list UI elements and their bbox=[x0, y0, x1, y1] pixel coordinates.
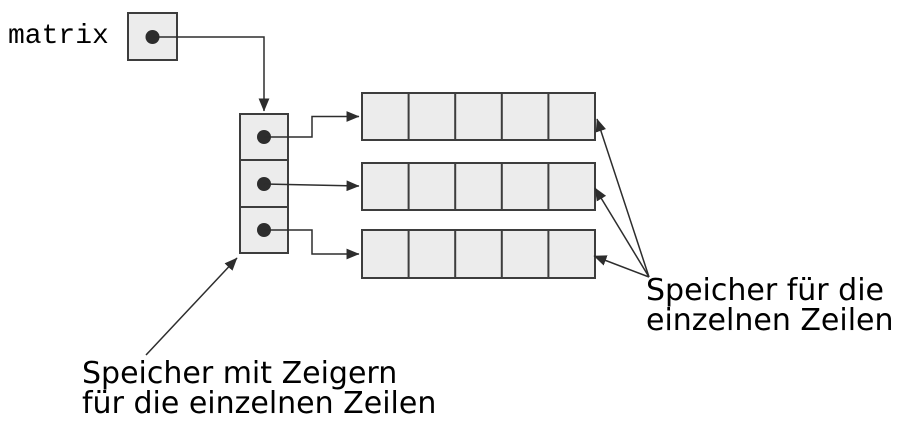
pointer-memory-label-line2: für die einzelnen Zeilen bbox=[82, 386, 437, 421]
rows-memory-label: Speicher für die einzelnen Zeilen bbox=[646, 276, 894, 336]
arrow-label-to-row-3 bbox=[593, 255, 650, 278]
rows-memory-label-line2: einzelnen Zeilen bbox=[646, 303, 894, 338]
arrow-matrix-to-pointer-array bbox=[152, 36, 270, 112]
arrow-label-to-row-1 bbox=[595, 118, 650, 278]
row-1 bbox=[361, 92, 596, 141]
pointer-array bbox=[239, 113, 289, 254]
row-1-box bbox=[361, 92, 596, 141]
rows-memory-label-line1: Speicher für die bbox=[646, 273, 884, 308]
matrix-variable-label: matrix bbox=[8, 21, 109, 52]
row-2-box bbox=[361, 162, 596, 211]
rows-label-arrows bbox=[593, 118, 650, 278]
arrow-pointer-to-row-3 bbox=[264, 229, 360, 260]
arrow-pointer-to-row-1 bbox=[264, 111, 360, 138]
pointer-memory-label: Speicher mit Zeigern für die einzelnen Z… bbox=[82, 359, 436, 419]
arrow-label-to-row-2 bbox=[594, 187, 650, 278]
row-2 bbox=[361, 162, 596, 211]
arrow-pointer-to-row-2 bbox=[263, 180, 360, 192]
pointer-memory-label-line1: Speicher mit Zeigern bbox=[82, 356, 398, 391]
row-3 bbox=[361, 229, 596, 279]
row-3-box bbox=[361, 229, 596, 279]
arrow-label-to-pointer-array bbox=[145, 257, 238, 356]
